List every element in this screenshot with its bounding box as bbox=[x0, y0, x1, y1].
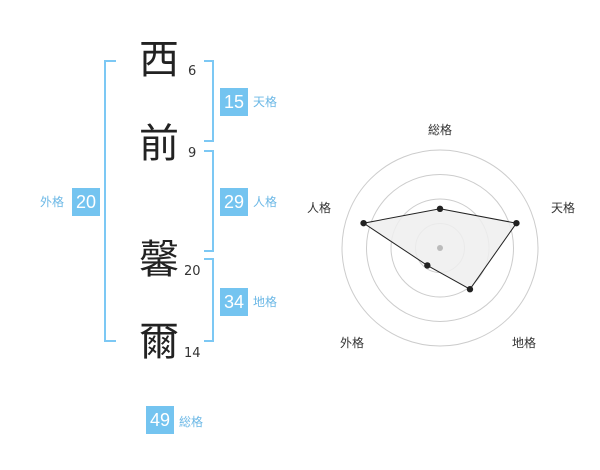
radar-point-1 bbox=[436, 205, 444, 212]
name-char-1: 西 bbox=[139, 37, 179, 83]
name-char-2: 前 bbox=[139, 121, 179, 167]
radar-axis-label-chikaku: 地格 bbox=[512, 335, 536, 350]
radar-center bbox=[437, 245, 443, 251]
gaikaku-badge: 20 bbox=[72, 188, 100, 216]
tenkaku-badge: 15 bbox=[220, 88, 248, 116]
radar-chart: 総格 天格 地格 外格 人格 bbox=[307, 122, 575, 350]
radar-point-3 bbox=[466, 286, 474, 293]
gaikaku-bracket bbox=[104, 60, 116, 342]
stroke-count-3: 20 bbox=[184, 264, 201, 279]
radar-ring bbox=[341, 149, 539, 347]
gaikaku-label: 外格 bbox=[40, 195, 65, 209]
radar-point-2 bbox=[513, 219, 520, 227]
chikaku-badge: 34 bbox=[220, 288, 248, 316]
radar-axis-label-soukaku: 総格 bbox=[428, 122, 452, 137]
radar-axis-label-jinkaku: 人格 bbox=[307, 200, 331, 215]
stroke-count-4: 14 bbox=[184, 346, 201, 361]
radar-point-4 bbox=[424, 262, 431, 269]
jinkaku-bracket bbox=[204, 150, 214, 252]
soukaku-badge: 49 bbox=[146, 406, 174, 434]
soukaku-label: 総格 bbox=[179, 415, 204, 429]
chikaku-label: 地格 bbox=[253, 295, 278, 309]
jinkaku-badge: 29 bbox=[220, 188, 248, 216]
radar-axis-label-tenkaku: 天格 bbox=[551, 200, 575, 215]
radar-ring bbox=[366, 174, 514, 322]
chikaku-bracket bbox=[204, 258, 214, 342]
stroke-count-2: 9 bbox=[188, 146, 197, 161]
jinkaku-label: 人格 bbox=[253, 195, 278, 209]
stroke-count-1: 6 bbox=[188, 64, 197, 79]
tenkaku-label: 天格 bbox=[253, 95, 278, 109]
radar-point-5 bbox=[360, 219, 367, 227]
tenkaku-bracket bbox=[204, 60, 214, 142]
name-char-4: 爾 bbox=[139, 319, 179, 365]
name-char-3: 馨 bbox=[139, 237, 179, 283]
radar-points bbox=[360, 205, 520, 293]
radar-axis-label-gaikaku: 外格 bbox=[340, 335, 364, 350]
